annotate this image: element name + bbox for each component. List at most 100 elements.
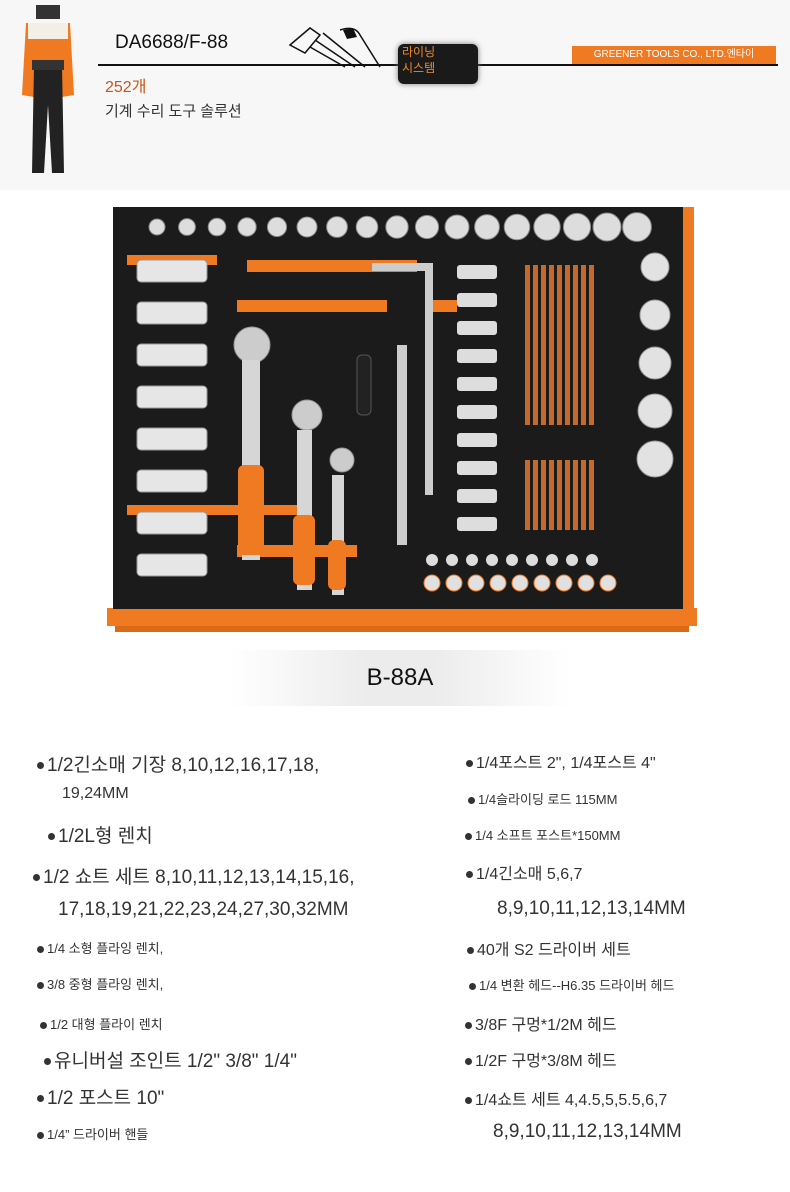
bullet-icon (33, 874, 40, 882)
mini-socket (555, 574, 573, 592)
spec-text: 3/8 중형 플라잉 렌치, (47, 977, 164, 992)
ratchet-head (291, 399, 323, 431)
driver-bit (533, 460, 538, 530)
extension-bar (397, 345, 407, 545)
bullet-icon (37, 1132, 44, 1140)
mini-socket (467, 574, 485, 592)
large-socket (638, 346, 672, 380)
small-socket (457, 517, 497, 531)
spec-item-left: 19,24MM (62, 785, 129, 803)
tray-side (682, 207, 694, 610)
tray-base (107, 608, 697, 626)
driver-bit (549, 265, 554, 355)
small-socket (457, 433, 497, 447)
socket (296, 216, 318, 238)
spec-text: 1/4 소형 플라잉 렌치, (47, 941, 164, 956)
spec-item-left: 유니버설 조인트 1/2" 3/8" 1/4" (44, 1046, 297, 1073)
spec-text: 1/4” 드라이버 핸들 (47, 1127, 149, 1142)
company-name: GREENER TOOLS CO., LTD.엔타이 (572, 46, 776, 64)
small-socket (457, 489, 497, 503)
driver-bit (525, 355, 530, 425)
large-socket (639, 299, 671, 331)
driver-bit (549, 460, 554, 530)
driver-bit (573, 355, 578, 425)
spec-item-right: 3/8F 구멍*1/2M 헤드 (465, 1011, 617, 1035)
tray-base-shadow (115, 626, 689, 632)
foam-strip (427, 300, 457, 312)
spec-item-left: 1/2L형 렌치 (48, 821, 153, 848)
foam-strip (127, 505, 307, 515)
long-socket (136, 553, 208, 577)
long-socket (136, 343, 208, 367)
driver-bit (573, 265, 578, 355)
l-wrench (372, 263, 433, 495)
spec-item-right: 1/2F 구멍*3/8M 헤드 (465, 1047, 617, 1071)
piece-count: 252개 (105, 79, 147, 96)
subtitle: 기계 수리 도구 솔루션 (105, 103, 242, 120)
mini-socket (566, 554, 578, 566)
spec-item-right: 1/4 변환 헤드--H6.35 드라이버 헤드 (469, 975, 674, 994)
long-socket (136, 511, 208, 535)
small-socket (457, 377, 497, 391)
mini-socket (423, 574, 441, 592)
ratchet-head (233, 326, 271, 364)
mini-socket (506, 554, 518, 566)
driver-bit (581, 355, 586, 425)
spec-item-right: 8,9,10,11,12,13,14MM (497, 898, 686, 920)
driver-bit (525, 265, 530, 355)
wrench-logo-icon (288, 27, 381, 68)
small-socket (457, 405, 497, 419)
driver-bit (581, 265, 586, 355)
coverall-image (22, 5, 74, 173)
long-socket (136, 469, 208, 493)
spec-text: 1/2F 구멍*3/8M 헤드 (475, 1053, 617, 1070)
spec-text: 1/4포스트 2", 1/4포스트 4" (476, 755, 656, 772)
spec-text: 1/2 대형 플라이 렌치 (50, 1017, 163, 1032)
spec-item-left: 1/2 포스트 10" (37, 1083, 164, 1110)
driver-bit (557, 355, 562, 425)
mini-socket (533, 574, 551, 592)
driver-bit (525, 460, 530, 530)
driver-bit (557, 265, 562, 355)
spec-text: 1/4슬라이딩 로드 115MM (478, 792, 618, 807)
tool-tray-image (107, 207, 697, 632)
spec-item-left: 1/2 대형 플라이 렌치 (40, 1014, 163, 1033)
socket (207, 217, 227, 237)
bullet-icon (466, 760, 473, 768)
product-model-label: B-88A (230, 650, 570, 706)
bullet-icon (465, 1097, 472, 1105)
driver-bit (589, 265, 594, 355)
spec-item-left: 1/4 소형 플라잉 렌치, (37, 938, 163, 957)
spec-item-right: 1/4슬라이딩 로드 115MM (468, 789, 617, 808)
large-socket (637, 393, 673, 429)
spec-item-right: 1/4쇼트 세트 4,4.5,5,5.5,6,7 (465, 1086, 667, 1110)
socket (266, 216, 288, 238)
driver-bit (589, 460, 594, 530)
ratchet-handle (328, 540, 346, 590)
badge-line-2: 시스템 (402, 61, 436, 75)
bullet-icon (37, 1095, 44, 1103)
socket (326, 216, 348, 238)
socket (562, 212, 592, 242)
socket (444, 214, 470, 240)
bullet-icon (44, 1058, 51, 1066)
bullet-icon (48, 833, 55, 841)
mini-socket (466, 554, 478, 566)
socket (355, 215, 379, 239)
spec-text: 1/4긴소매 5,6,7 (476, 866, 583, 883)
socket (385, 215, 409, 239)
lining-system-badge: 라이닝 시스템 (398, 44, 478, 84)
spec-text: 1/4쇼트 세트 4,4.5,5,5.5,6,7 (475, 1092, 668, 1109)
driver-bit (565, 460, 570, 530)
mini-socket (426, 554, 438, 566)
driver-bit (541, 460, 546, 530)
header-banner: DA6688/F-88 라이닝 시스템 GREENER TOOLS CO., L… (0, 0, 790, 190)
small-socket (457, 293, 497, 307)
ratchet-handle (293, 515, 315, 585)
spec-item-right: 40개 S2 드라이버 세트 (467, 936, 631, 960)
small-socket (457, 265, 497, 279)
spec-text: 1/4 소프트 포스트*150MM (475, 828, 621, 843)
driver-bit (549, 355, 554, 425)
bullet-icon (465, 1058, 472, 1066)
spec-text: 19,24MM (62, 785, 129, 802)
